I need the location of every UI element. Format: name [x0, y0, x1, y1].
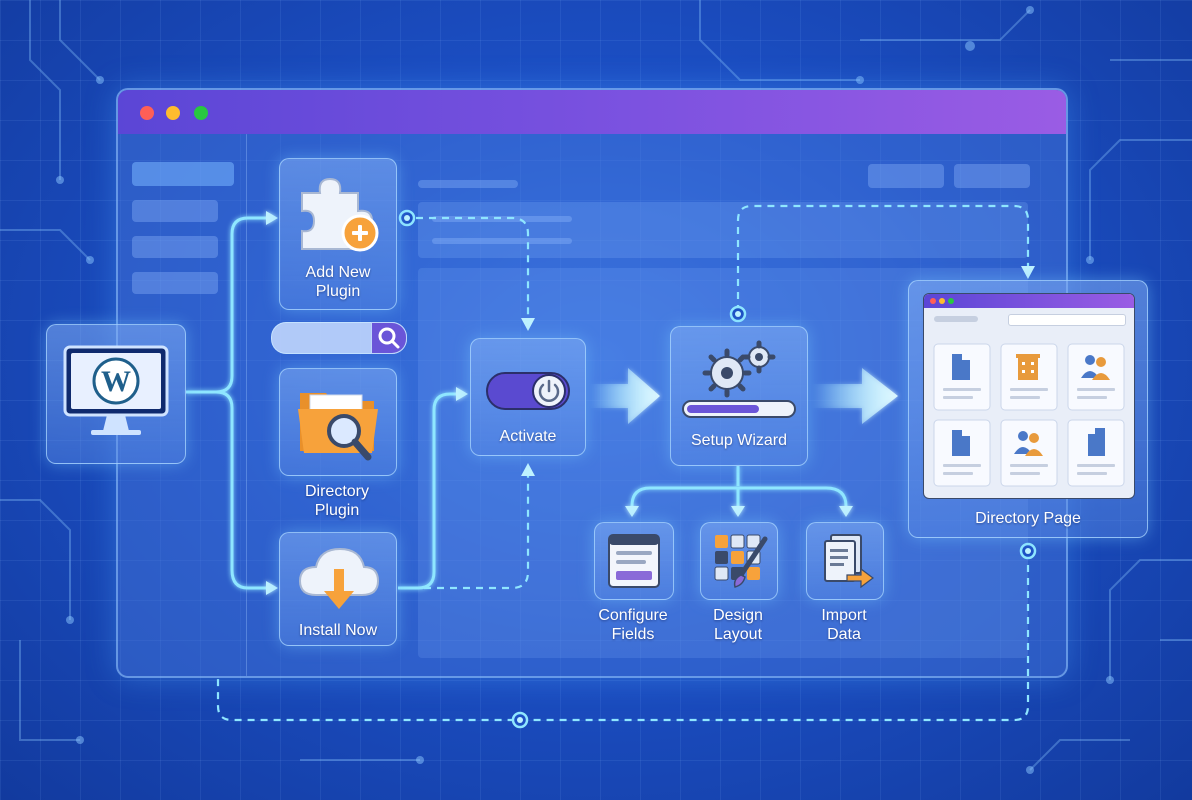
connector-to-install [186, 390, 266, 590]
grid-brush-icon [714, 534, 768, 588]
content-line-placeholder [432, 238, 572, 244]
add-new-plugin-label: Add New Plugin [305, 264, 371, 300]
mini-titlebar [924, 294, 1134, 308]
minimize-dot-icon[interactable] [166, 106, 180, 120]
plugin-search-bar[interactable] [271, 322, 407, 354]
directory-listing-cards [933, 343, 1125, 487]
design-layout-label: Design Layout [713, 607, 763, 643]
puzzle-plus-icon [301, 177, 379, 252]
directory-plugin-label: Directory Plugin [304, 483, 369, 519]
header-button-placeholder[interactable] [954, 164, 1030, 188]
directory-page-label: Directory Page [975, 510, 1081, 527]
cloud-download-icon [298, 547, 380, 609]
install-now-node[interactable]: Install Now [279, 532, 397, 646]
sidebar-item-placeholder[interactable] [132, 200, 218, 222]
configure-fields-node[interactable] [594, 522, 674, 600]
install-now-label: Install Now [298, 622, 378, 639]
form-fields-icon [608, 534, 660, 588]
dashed-loop-back [216, 552, 1030, 722]
import-data-node[interactable] [806, 522, 884, 600]
sidebar-item-placeholder[interactable] [132, 162, 234, 186]
wordpress-monitor-icon: W [63, 345, 169, 435]
sidebar-item-placeholder[interactable] [132, 272, 218, 294]
connector-to-add-plugin [186, 216, 266, 394]
header-button-placeholder[interactable] [868, 164, 944, 188]
dashed-add-to-activate [416, 216, 530, 318]
directory-plugin-icon-card[interactable] [279, 368, 397, 476]
design-layout-node[interactable] [700, 522, 778, 600]
dashed-wizard-to-page [736, 204, 1030, 312]
window-titlebar [118, 90, 1066, 134]
directory-grid-icon [923, 293, 1135, 499]
header-placeholder [418, 180, 518, 188]
connector-install-to-activate [398, 392, 456, 590]
configure-fields-label: Configure Fields [598, 607, 668, 643]
directory-page-node[interactable]: Directory Page [908, 280, 1148, 538]
big-arrow-activate-to-wizard [590, 368, 660, 424]
search-icon [378, 327, 400, 349]
search-button[interactable] [371, 322, 407, 354]
sidebar-divider [246, 134, 247, 676]
svg-text:W: W [101, 365, 131, 398]
setup-wizard-label: Setup Wizard [690, 432, 788, 449]
power-toggle-icon [486, 372, 570, 410]
import-data-label: Import Data [821, 607, 867, 643]
content-line-placeholder [432, 216, 572, 222]
activate-node[interactable]: Activate [470, 338, 586, 456]
maximize-dot-icon[interactable] [194, 106, 208, 120]
big-arrow-wizard-to-page [812, 368, 898, 424]
activate-label: Activate [499, 428, 557, 445]
setup-wizard-node[interactable]: Setup Wizard [670, 326, 808, 466]
dashed-install-to-activate [398, 476, 530, 590]
folder-search-icon [298, 393, 378, 461]
sidebar-item-placeholder[interactable] [132, 236, 218, 258]
wordpress-site-node[interactable]: W [46, 324, 186, 464]
add-new-plugin-node[interactable]: Add New Plugin [279, 158, 397, 310]
content-panel-placeholder [418, 202, 1028, 258]
documents-import-icon [824, 534, 874, 589]
gears-progress-icon [682, 340, 796, 418]
close-dot-icon[interactable] [140, 106, 154, 120]
